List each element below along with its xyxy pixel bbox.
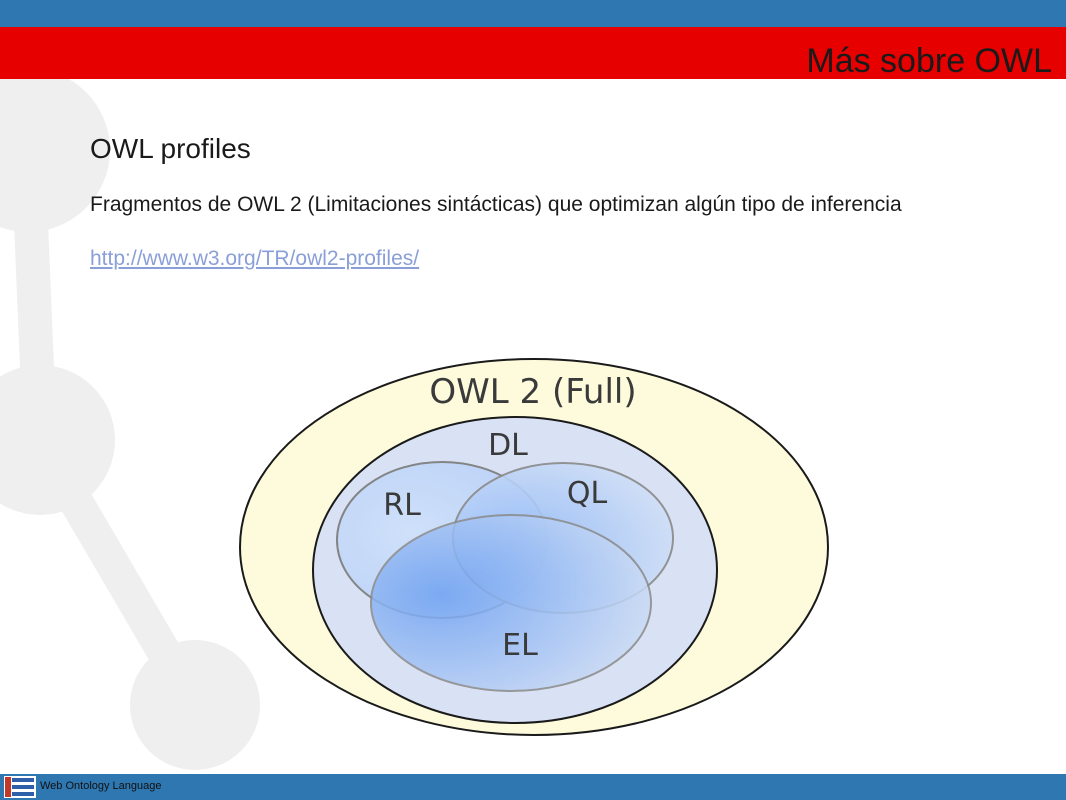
slide-title: Más sobre OWL bbox=[806, 42, 1052, 80]
owl-dl-label: DL bbox=[488, 428, 528, 463]
owl-rl-label: RL bbox=[383, 488, 421, 523]
slide-content: OWL profiles Fragmentos de OWL 2 (Limita… bbox=[90, 132, 990, 274]
ontology-engineering-logo bbox=[4, 776, 36, 798]
footer-text: Web Ontology Language bbox=[40, 780, 162, 792]
footer-bar bbox=[0, 774, 1066, 800]
slide-subtitle: OWL profiles bbox=[90, 133, 251, 164]
top-bar bbox=[0, 0, 1066, 27]
title-bar bbox=[0, 27, 1066, 79]
slide-description: Fragmentos de OWL 2 (Limitaciones sintác… bbox=[90, 193, 902, 216]
owl-ql-label: QL bbox=[567, 476, 608, 511]
owl-el-label: EL bbox=[502, 628, 538, 663]
owl2-profiles-link[interactable]: http://www.w3.org/TR/owl2-profiles/ bbox=[90, 247, 420, 270]
owl-profiles-diagram: OWL 2 (Full) DL RL QL EL bbox=[239, 358, 829, 736]
owl-el-ellipse bbox=[370, 514, 652, 692]
owl2-full-label: OWL 2 (Full) bbox=[429, 372, 636, 412]
